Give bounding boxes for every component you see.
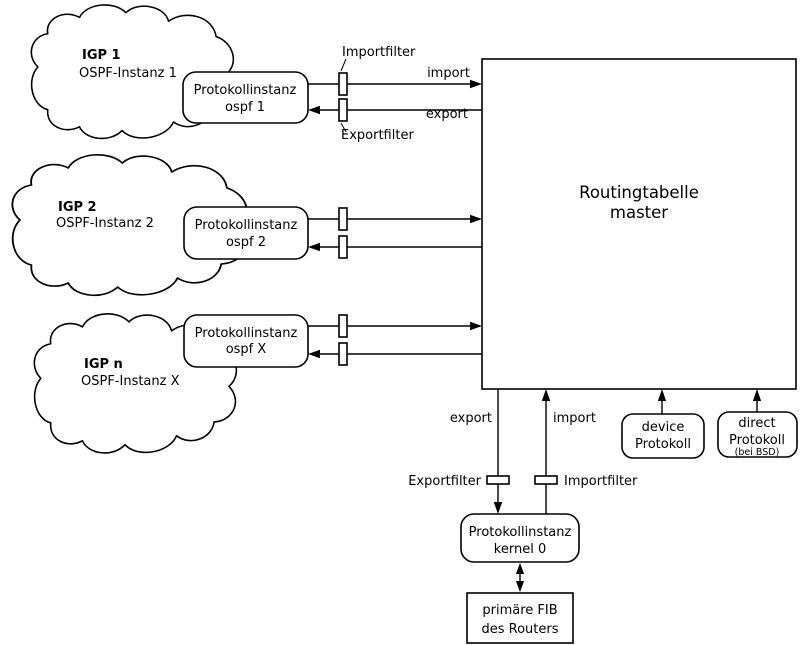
device-protocol-line2: Protokoll <box>635 437 691 452</box>
direct-protocol-line1: direct <box>738 416 775 431</box>
ospf1-box-line1: Protokollinstanz <box>194 83 297 98</box>
cloud-igp-2-subtitle: OSPF-Instanz 2 <box>56 216 154 231</box>
kernel-import-filter <box>534 475 558 485</box>
ospf2-export-arrowhead <box>308 242 320 252</box>
device-protocol-arrowhead <box>657 389 667 401</box>
ospf1-export-filter <box>338 98 348 122</box>
ospf2-box <box>183 206 309 260</box>
device-protocol-line1: device <box>642 420 685 435</box>
exportfilter-bottom-label: Exportfilter <box>408 474 481 489</box>
cloud-igp-2-title: IGP 2 <box>58 200 97 215</box>
ospfx-box-line1: Protokollinstanz <box>195 326 298 341</box>
fib-box-line2: des Routers <box>481 622 558 637</box>
direct-protocol-box <box>717 411 798 458</box>
device-protocol-box <box>621 413 705 459</box>
routing-table-line2: master <box>610 203 668 222</box>
ospf1-import-filter <box>338 72 348 96</box>
ospf1-export-arrowhead <box>308 105 320 115</box>
direct-protocol-line3: (bei BSD) <box>735 447 780 458</box>
exportfilter-top-label: Exportfilter <box>341 128 414 143</box>
ospfx-import-filter <box>338 314 348 338</box>
ospfx-box-line2: ospf X <box>226 342 267 357</box>
ospfx-export-filter <box>338 342 348 366</box>
fib-box <box>466 592 574 644</box>
ospf1-box <box>182 71 309 124</box>
fib-box-line1: primäre FIB <box>482 603 557 618</box>
routing-table-line1: Routingtabelle <box>579 183 699 202</box>
importfilter-bottom-label: Importfilter <box>564 474 638 489</box>
cloud-igp-1-subtitle: OSPF-Instanz 1 <box>79 66 177 81</box>
importfilter-top-label: Importfilter <box>342 45 416 60</box>
direct-protocol-arrowhead <box>752 389 762 401</box>
kernel-box-line2: kernel 0 <box>494 542 546 557</box>
ospfx-box <box>183 314 309 368</box>
kernel-box <box>460 513 580 563</box>
kernel-box-line1: Protokollinstanz <box>469 525 572 540</box>
cloud-igp-n-title: IGP n <box>84 357 123 372</box>
exportfilter-tick <box>340 122 347 133</box>
import-bottom-label: import <box>553 411 596 426</box>
cloud-igp-n-subtitle: OSPF-Instanz X <box>81 374 180 389</box>
importfilter-tick <box>340 58 347 72</box>
ospf2-export-filter <box>338 235 348 259</box>
ospf1-import-arrowhead <box>470 79 482 89</box>
ospfx-export-arrowhead <box>308 349 320 359</box>
ospf2-import-filter <box>338 207 348 231</box>
routing-table-box <box>481 58 797 390</box>
kernel-fib-up-arrowhead <box>515 563 525 574</box>
direct-protocol-line2: Protokoll <box>729 433 785 448</box>
kernel-export-filter <box>486 475 510 485</box>
kernel-import-arrowhead <box>541 389 551 401</box>
ospf2-import-arrowhead <box>470 214 482 224</box>
kernel-fib-down-arrowhead <box>515 581 525 592</box>
cloud-igp-1-title: IGP 1 <box>82 48 121 63</box>
ospf2-box-line1: Protokollinstanz <box>195 218 298 233</box>
ospf1-box-line2: ospf 1 <box>225 100 265 115</box>
kernel-export-arrowhead <box>493 502 503 514</box>
ospfx-import-arrowhead <box>470 321 482 331</box>
import-top-label: import <box>427 66 470 81</box>
export-top-label: export <box>426 107 468 122</box>
ospf2-box-line2: ospf 2 <box>226 235 266 250</box>
export-bottom-label: export <box>450 411 492 426</box>
